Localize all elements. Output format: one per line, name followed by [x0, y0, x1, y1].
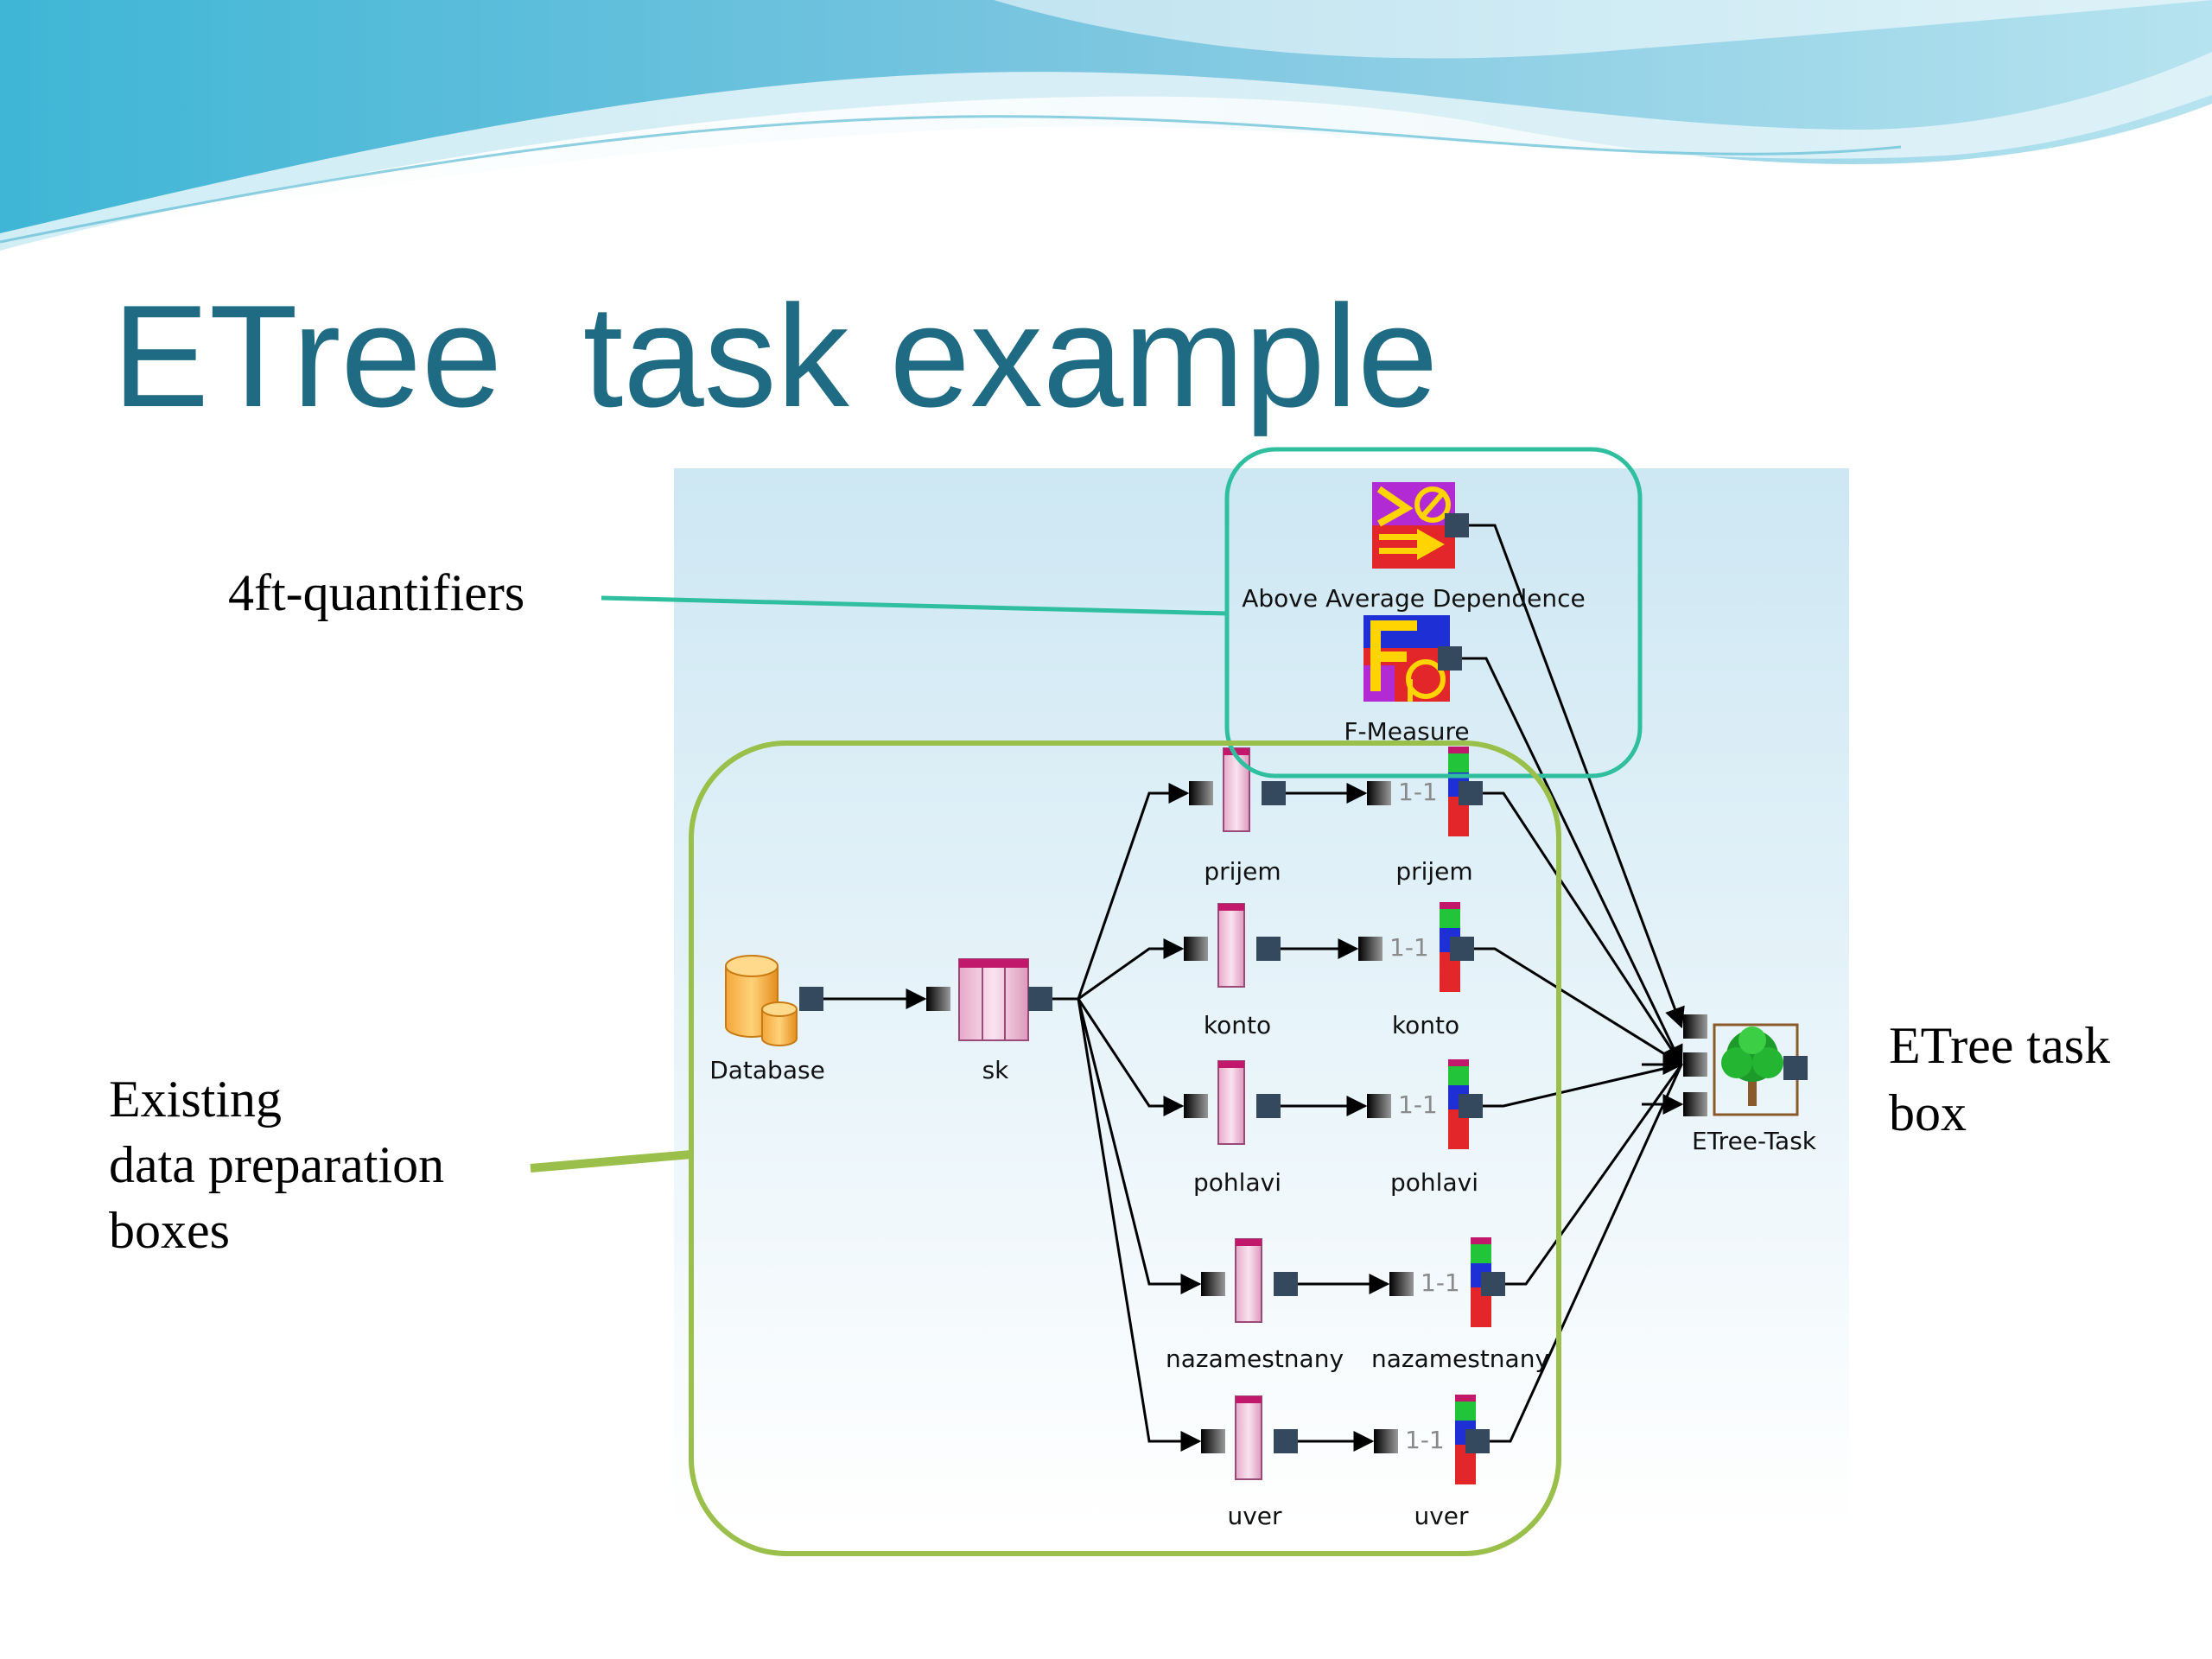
etree-callout-line-1: ETree task	[1889, 1017, 2110, 1074]
etree-output-port[interactable]	[1783, 1056, 1808, 1080]
attribute-column-icon	[1217, 1060, 1245, 1145]
sk-output-port[interactable]	[1028, 987, 1052, 1011]
connection-line	[1462, 657, 1683, 1067]
category-input-port[interactable]	[1389, 1272, 1414, 1296]
attribute-output-port[interactable]	[1256, 937, 1281, 961]
attribute-label: prijem	[1204, 857, 1281, 886]
attribute-output-port[interactable]	[1256, 1094, 1281, 1118]
category-input-port[interactable]	[1374, 1429, 1398, 1453]
sk-node[interactable]: sk	[926, 958, 1052, 1084]
attribute-output-port[interactable]	[1274, 1429, 1298, 1453]
database-node[interactable]: Database	[709, 955, 825, 1084]
quantifiers-callout: 4ft-quantifiers	[228, 564, 524, 621]
header-wave	[0, 0, 2212, 251]
category-badge: 1-1	[1398, 1090, 1438, 1119]
quantifier-above-average-dependence[interactable]: Above Average Dependence	[1242, 482, 1586, 613]
category-badge: 1-1	[1389, 933, 1429, 962]
attribute-column-icon	[1235, 1395, 1262, 1480]
attribute-label: nazamestnany	[1166, 1344, 1344, 1373]
tree-icon	[1713, 1023, 1799, 1116]
category-label: pohlavi	[1390, 1168, 1478, 1197]
category-output-port[interactable]	[1459, 1094, 1483, 1118]
category-input-port[interactable]	[1367, 781, 1391, 805]
sk-input-port[interactable]	[926, 987, 950, 1011]
category-badge: 1-1	[1398, 778, 1438, 806]
category-input-port[interactable]	[1367, 1094, 1391, 1118]
category-output-port[interactable]	[1481, 1272, 1505, 1296]
category-label: konto	[1392, 1011, 1459, 1039]
attribute-column-icon	[1217, 903, 1245, 988]
category-label: uver	[1414, 1502, 1469, 1530]
attribute-label: uver	[1227, 1502, 1282, 1530]
database-label: Database	[709, 1056, 825, 1084]
category-badge: 1-1	[1405, 1426, 1445, 1454]
above-average-dependence-label: Above Average Dependence	[1242, 584, 1586, 613]
attribute-input-port[interactable]	[1184, 937, 1208, 961]
attribute-input-port[interactable]	[1201, 1429, 1225, 1453]
attribute-rows: 1-1 prijem prijem 1-1 konto konto 1-1 pohlavi po…	[1166, 747, 1549, 1530]
attribute-output-port[interactable]	[1274, 1272, 1298, 1296]
quantifiers-connector	[601, 595, 1228, 616]
etree-input-port-1[interactable]	[1683, 1014, 1707, 1039]
connection-line	[1052, 997, 1202, 1452]
prep-boxes-connector	[530, 1150, 692, 1173]
database-icon	[725, 955, 798, 1046]
etree-task-label: ETree-Task	[1692, 1127, 1817, 1155]
prep-callout-line-1: Existing	[109, 1071, 282, 1128]
table-icon	[958, 958, 1029, 1041]
above-average-dependence-icon	[1372, 482, 1455, 569]
sk-label: sk	[982, 1056, 1010, 1084]
above-average-dependence-output-port[interactable]	[1445, 513, 1469, 537]
f-measure-icon	[1363, 615, 1450, 702]
prep-boxes-frame	[689, 741, 1561, 1556]
prep-callout-line-3: boxes	[109, 1202, 230, 1259]
attribute-column-icon	[1235, 1238, 1262, 1323]
attribute-output-port[interactable]	[1262, 781, 1286, 805]
connection-line	[1469, 524, 1685, 1029]
attribute-input-port[interactable]	[1189, 781, 1213, 805]
attribute-label: konto	[1204, 1011, 1271, 1039]
attribute-column-icon	[1223, 747, 1250, 832]
category-output-port[interactable]	[1450, 937, 1474, 961]
database-output-port[interactable]	[799, 987, 823, 1011]
page-title: ETree task example	[112, 275, 1438, 437]
category-badge: 1-1	[1421, 1268, 1460, 1297]
category-label: prijem	[1395, 857, 1472, 886]
etree-input-port-3[interactable]	[1683, 1092, 1707, 1116]
attribute-label: pohlavi	[1193, 1168, 1281, 1197]
prep-callout-line-2: data preparation	[109, 1136, 444, 1193]
f-measure-output-port[interactable]	[1438, 646, 1462, 671]
etree-callout-line-2: box	[1889, 1084, 1967, 1141]
diagram-connections	[823, 524, 1685, 1452]
category-output-port[interactable]	[1459, 781, 1483, 805]
etree-task-node[interactable]: ETree-Task	[1683, 1014, 1817, 1155]
attribute-input-port[interactable]	[1184, 1094, 1208, 1118]
attribute-input-port[interactable]	[1201, 1272, 1225, 1296]
category-output-port[interactable]	[1465, 1429, 1490, 1453]
category-label: nazamestnany	[1371, 1344, 1549, 1373]
category-input-port[interactable]	[1358, 937, 1382, 961]
etree-input-port-2[interactable]	[1683, 1052, 1707, 1077]
